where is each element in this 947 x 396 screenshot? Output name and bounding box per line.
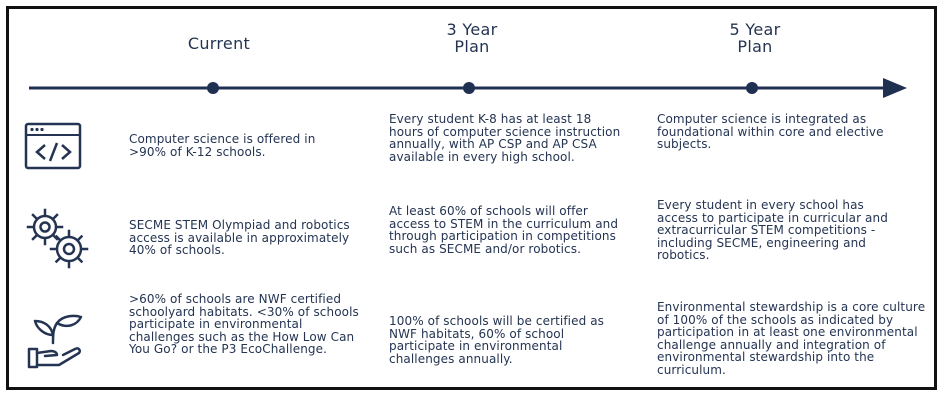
row-3-three-year-text: 100% of schools will be certified as NWF…: [389, 314, 605, 366]
row-2-five-year-text: Every student in every school has access…: [657, 198, 888, 263]
timeline-arrowhead: [883, 78, 907, 98]
timeline-dot-current: [207, 82, 219, 94]
row-1-current-text: Computer science is offered in >90% of K…: [129, 132, 316, 159]
phase-three-year-heading: 3 Year Plan: [446, 20, 498, 56]
row-1-three-year-text: Every student K-8 has at least 18 hours …: [389, 112, 621, 164]
code-window-icon: [24, 122, 82, 170]
roadmap-frame: Current 3 Year Plan 5 Year Plan: [6, 6, 937, 390]
row-3-five-year-text: Environmental stewardship is a core cult…: [657, 300, 926, 377]
row-1-five-year-text: Computer science is integrated as founda…: [657, 112, 884, 152]
phase-five-year-heading: 5 Year Plan: [729, 20, 781, 56]
phase-current-heading: Current: [187, 34, 251, 53]
timeline: [29, 78, 907, 98]
timeline-dot-three-year: [463, 82, 475, 94]
hand-plant-icon: [27, 314, 83, 369]
timeline-dot-five-year: [746, 82, 758, 94]
row-3-current-text: >60% of schools are NWF certified school…: [129, 292, 359, 357]
row-2-three-year-text: At least 60% of schools will offer acces…: [389, 204, 619, 256]
row-2-current-text: SECME STEM Olympiad and robotics access …: [129, 218, 350, 258]
gears-icon: [26, 208, 89, 269]
